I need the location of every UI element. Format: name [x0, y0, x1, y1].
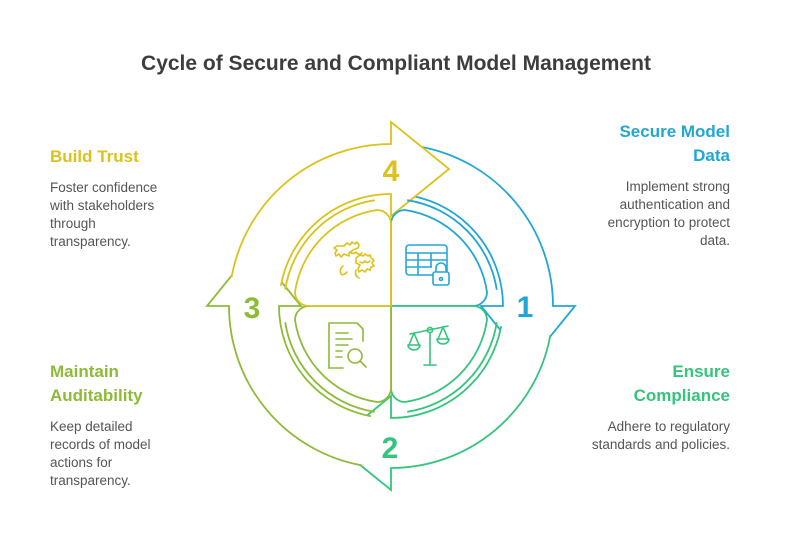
quadrant-auditability — [294, 305, 392, 403]
step-1-description: Implement strong authentication and encr… — [607, 179, 730, 248]
step-4-heading: Build Trust — [50, 147, 139, 166]
step-2-heading: Ensure Compliance — [633, 362, 730, 405]
ring-band-compliance — [407, 322, 498, 413]
cycle-quadrants — [284, 199, 498, 413]
arrow-compliance — [331, 325, 552, 492]
step-3-description: Keep detailed records of model actions f… — [50, 419, 151, 488]
step-2-block: Ensure Compliance Adhere to regulatory s… — [560, 360, 730, 454]
quadrant-trust — [294, 209, 392, 307]
balance-scale-icon — [407, 325, 450, 366]
ring-band-secure — [407, 199, 498, 290]
step-4-description: Foster confidence with stakeholders thro… — [50, 180, 158, 249]
step-1-heading: Secure Model Data — [619, 122, 730, 165]
arrow-trust — [230, 120, 451, 287]
ring-band-auditability — [284, 322, 375, 413]
step-2-description: Adhere to regulatory standards and polic… — [591, 419, 730, 452]
step-3-block: Maintain Auditability Keep detailed reco… — [50, 360, 220, 490]
cycle-arrows — [205, 120, 577, 492]
step-1-number: 1 — [517, 291, 534, 324]
diagram-title: Cycle of Secure and Compliant Model Mana… — [141, 52, 651, 75]
table-lock-icon — [405, 244, 450, 286]
step-4-number: 4 — [383, 155, 400, 188]
ring-band-trust — [284, 199, 375, 290]
quadrant-secure — [390, 209, 488, 307]
step-2-number: 2 — [382, 432, 399, 465]
quadrant-compliance — [390, 305, 488, 403]
step-3-number: 3 — [244, 292, 261, 325]
step-1-block: Secure Model Data Implement strong authe… — [560, 120, 730, 250]
document-search-icon — [328, 322, 367, 369]
step-4-block: Build Trust Foster confidence with stake… — [50, 145, 220, 251]
step-3-heading: Maintain Auditability — [50, 362, 143, 405]
handshake-fist-bump-icon — [333, 241, 375, 279]
arrow-auditability — [205, 246, 372, 467]
arrow-secure — [410, 145, 577, 366]
